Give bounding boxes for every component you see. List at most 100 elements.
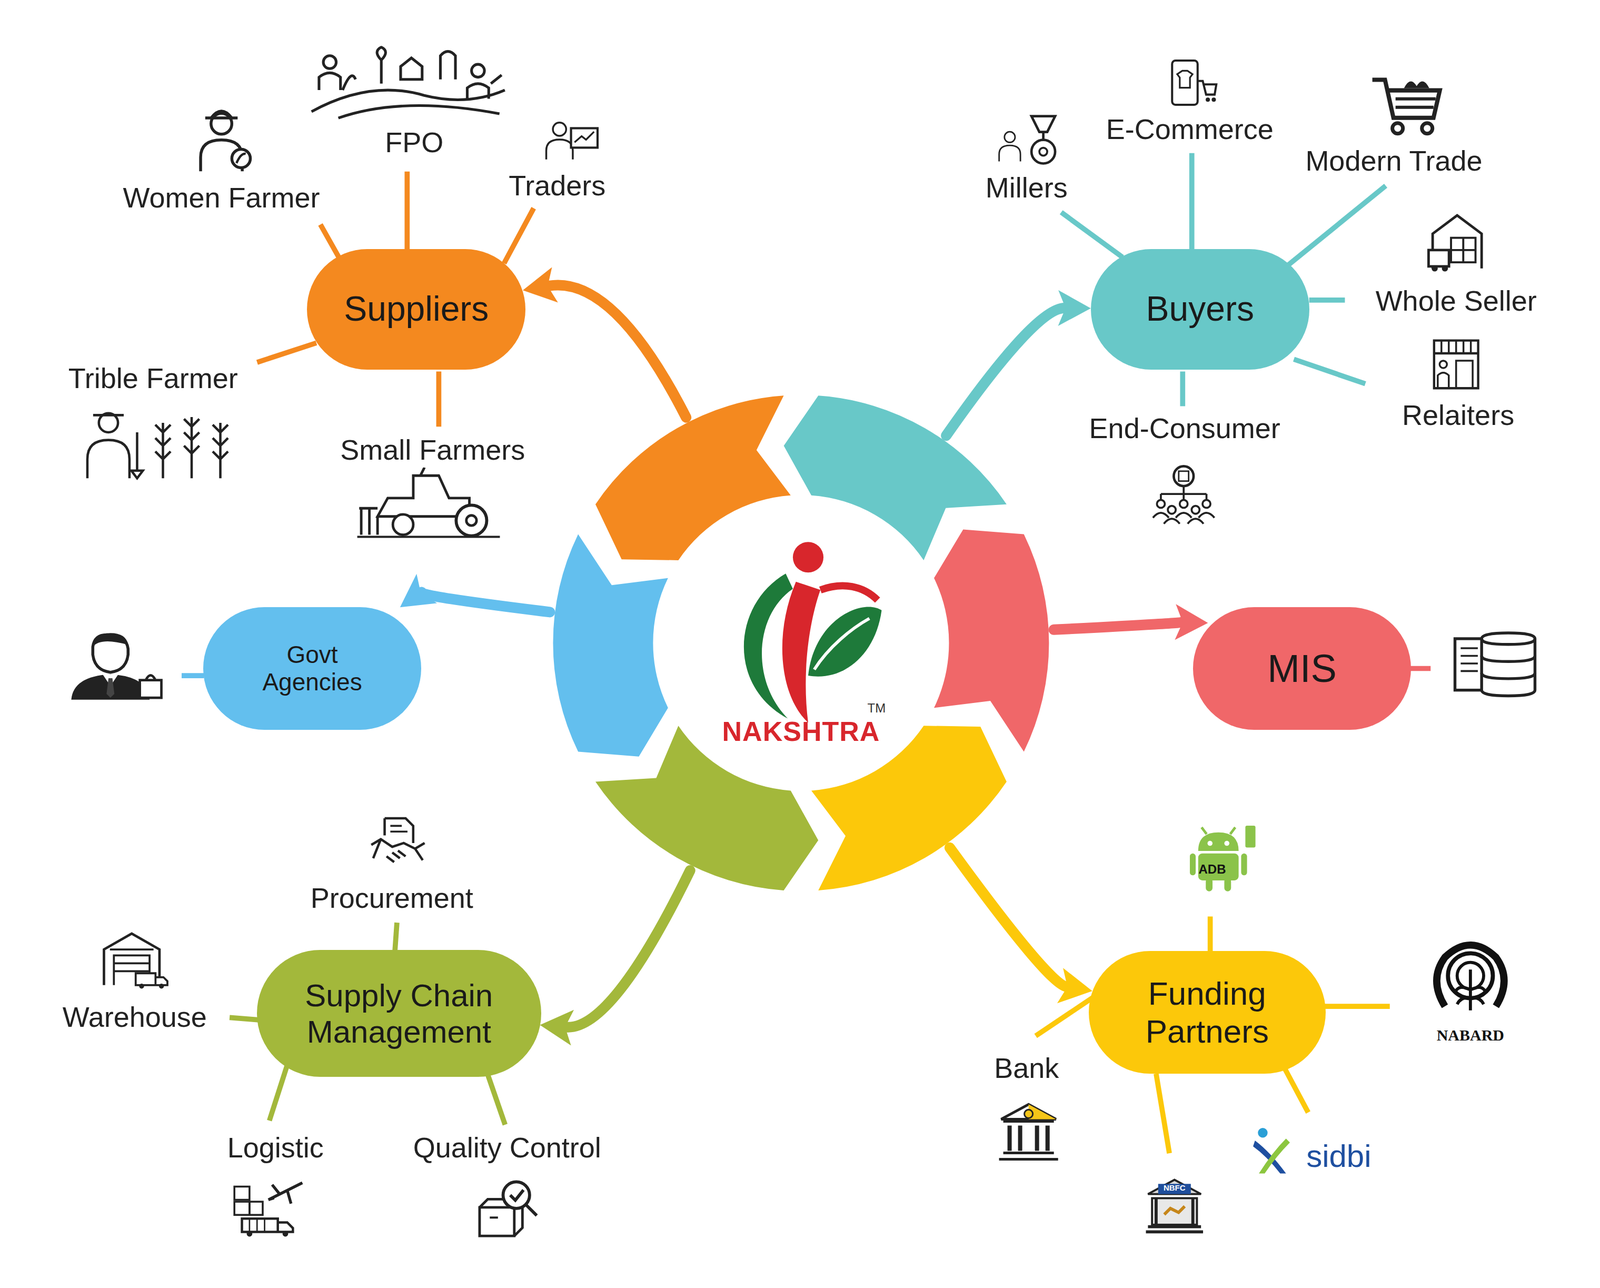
logo-text: NABARD [1436, 1026, 1505, 1044]
icon [1253, 1127, 1290, 1174]
arrow-shaft [949, 847, 1067, 987]
arrow-shaft [421, 592, 550, 613]
flow-arrow [949, 847, 1093, 1003]
icon [1428, 215, 1482, 272]
arrow-head [522, 266, 559, 303]
drawing-shape [404, 171, 410, 250]
icon [356, 467, 500, 538]
icon [311, 46, 505, 118]
arrow-head [1058, 290, 1091, 326]
supplier-label: Trible Farmer [68, 362, 238, 394]
hub-ring [552, 395, 1049, 891]
node-title: MIS [1267, 646, 1337, 691]
hub-logo: NAKSHTRA [548, 389, 1055, 896]
arrow-shaft [565, 870, 690, 1028]
drawing-shape [394, 922, 397, 951]
stakeholder-pill: Suppliers [306, 249, 526, 370]
buyer-label: Whole Seller [1375, 285, 1537, 317]
arrow-shaft [548, 284, 687, 417]
drawing-shape [503, 207, 534, 264]
stakeholder-pill: Supply Chain Management [256, 949, 542, 1077]
ring-segment [811, 725, 1007, 891]
drawing-shape [181, 672, 205, 679]
icon [1455, 632, 1536, 696]
logo-text: NBFC [1163, 1183, 1186, 1193]
buyer-label: Millers [985, 172, 1068, 204]
icon [1146, 1179, 1204, 1232]
icon [87, 413, 228, 479]
flow-arrow [1053, 603, 1208, 640]
icon [1189, 825, 1256, 892]
drawing-shape [1061, 212, 1123, 257]
icon [234, 1182, 303, 1237]
node-title: Suppliers [343, 289, 489, 330]
ring-segment [595, 395, 791, 561]
brand-name: NAKSHTRA [722, 716, 881, 748]
drawing-shape [256, 342, 316, 363]
drawing-shape [320, 224, 340, 257]
ring-segment [933, 529, 1049, 752]
icon [1153, 465, 1215, 524]
drawing-shape [1156, 1073, 1170, 1154]
icon [999, 116, 1056, 164]
buyer-label: End-Consumer [1089, 412, 1281, 444]
drawing-shape [820, 585, 878, 600]
drawing-shape [1189, 153, 1195, 251]
supply-chain-label: Logistic [227, 1132, 324, 1164]
drawing-shape [1179, 371, 1186, 407]
icon [371, 818, 425, 862]
stakeholder-pill: Funding Partners [1088, 950, 1326, 1074]
drawing-shape [436, 371, 442, 427]
arrow-head [400, 573, 437, 608]
supply-chain-label: Quality Control [413, 1132, 602, 1164]
brand-logo [743, 541, 882, 723]
node-title: Govt Agencies [243, 640, 381, 697]
drawing-shape [1410, 666, 1431, 672]
drawing-shape [1283, 1066, 1309, 1112]
drawing-shape [486, 1071, 505, 1125]
logo-text: sidbi [1306, 1138, 1371, 1174]
icon [999, 1104, 1059, 1159]
flow-arrow [400, 573, 551, 613]
icons [71, 46, 1535, 1237]
buyer-label: Modern Trade [1305, 145, 1483, 177]
drawing-shape [814, 618, 870, 670]
arrow-head [1057, 967, 1093, 1003]
node-title: Supply Chain Management [285, 977, 513, 1050]
leader-lines [181, 153, 1431, 1154]
supplier-label: Women Farmer [123, 182, 321, 214]
supply-chain-label: Warehouse [62, 1001, 207, 1033]
logo-text: ADB [1198, 862, 1227, 877]
supplier-label: Traders [508, 170, 606, 202]
arrow-head [540, 1009, 575, 1046]
ring-segment [552, 534, 668, 757]
icon [546, 122, 598, 160]
icon [479, 1181, 538, 1236]
drawing-shape [792, 541, 824, 573]
arrow-shaft [946, 307, 1065, 436]
icon [1436, 945, 1505, 1011]
flow-arrow [522, 266, 687, 417]
icon [71, 632, 162, 700]
arrow-shaft [1053, 622, 1182, 630]
node-title: Funding Partners [1117, 974, 1297, 1050]
node-title: Buyers [1146, 289, 1255, 330]
icon [103, 933, 167, 989]
stakeholder-pill: Govt Agencies [203, 607, 422, 730]
drawing-shape [808, 607, 882, 677]
funding-label: Bank [994, 1052, 1059, 1085]
icon [200, 111, 251, 172]
icon [1434, 340, 1479, 389]
flow-arrow [540, 870, 691, 1046]
drawing-shape [1287, 185, 1386, 266]
trademark: TM [867, 701, 887, 715]
stakeholder-pill: MIS [1193, 607, 1412, 730]
drawing-shape [1294, 359, 1366, 384]
drawing-shape [269, 1063, 288, 1121]
supply-chain-label: Procurement [310, 882, 474, 914]
supplier-label: FPO [384, 127, 444, 159]
buyer-label: E-Commerce [1106, 113, 1274, 145]
supplier-label: Small Farmers [340, 434, 525, 466]
drawing-shape [1316, 1003, 1390, 1009]
